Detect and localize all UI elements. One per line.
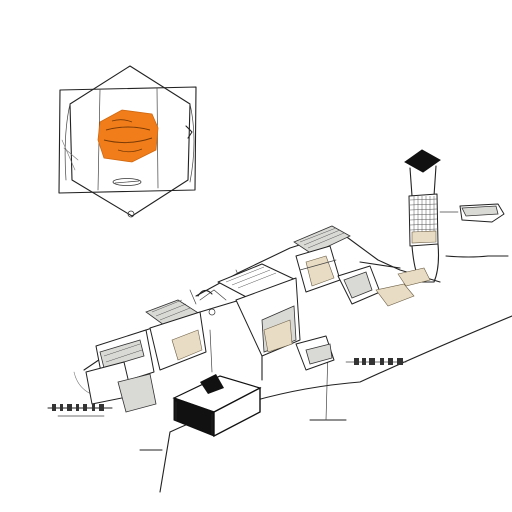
detail-arch	[197, 289, 213, 297]
stone-left-1	[171, 329, 203, 361]
orange-block-shape	[97, 109, 159, 163]
cube-right-face	[213, 386, 261, 438]
orange-stroke-1	[105, 126, 151, 131]
left-gable	[199, 289, 227, 301]
scribble-left-mark-7	[99, 404, 104, 411]
stone-rm-1	[375, 283, 415, 307]
inset-hatch-2	[63, 147, 79, 161]
wall-left-4	[117, 373, 157, 413]
scribble-label-left	[47, 404, 113, 417]
detail-node	[208, 308, 216, 316]
orange-stroke-3	[111, 119, 133, 123]
cube-edges	[175, 401, 213, 435]
inset-node	[127, 210, 135, 218]
blocks-right-mid	[337, 261, 431, 307]
inset-tick	[185, 125, 193, 139]
inset-guide-right	[156, 87, 159, 189]
cube-top-mark	[200, 374, 224, 394]
scribble-left-mark-5	[83, 404, 87, 411]
tower-base-band	[411, 230, 437, 244]
block-rm-edge	[359, 261, 401, 269]
scribble-left-mark-4	[76, 404, 79, 411]
tower-stem	[411, 243, 440, 283]
wall-top-1-line	[299, 259, 337, 271]
scribble-right-mark-5	[388, 358, 393, 365]
blocks-left	[85, 289, 227, 413]
scribble-label-right	[345, 358, 407, 365]
tower-edge-r	[433, 165, 437, 197]
stone-rm-2	[397, 267, 431, 287]
scribble-right-mark-4	[380, 358, 384, 365]
stepped-building-row	[83, 225, 441, 413]
scribble-right-mark-1	[354, 358, 359, 365]
inset-frame	[58, 86, 197, 194]
scribble-left-mark-1	[52, 404, 56, 411]
framed-hexagon-inset	[58, 65, 197, 218]
stone-top-1	[305, 255, 335, 287]
tray-far-right	[439, 203, 505, 223]
wall-left-2-face	[99, 339, 145, 369]
roof-top-1	[293, 225, 351, 255]
orange-stroke-2	[103, 137, 153, 144]
scribble-right-mark-6	[397, 358, 403, 365]
scribble-right-mark-3	[369, 358, 375, 365]
block-c-step-face	[305, 343, 333, 365]
blocks-center	[217, 263, 335, 381]
black-cube	[172, 374, 262, 438]
orange-stroke-4	[117, 148, 143, 153]
scribble-right-mark-2	[362, 358, 366, 365]
block-c-stone	[263, 319, 293, 353]
scribble-left-mark-2	[60, 404, 63, 411]
tower-edge-l	[409, 167, 413, 197]
tower-mesh	[409, 196, 438, 232]
scribble-left-mark-6	[92, 404, 95, 411]
block-rm-1-face	[343, 271, 373, 299]
tray-inner	[461, 205, 499, 217]
roof-cluster-top	[293, 225, 351, 293]
details	[189, 289, 216, 316]
tower	[404, 149, 441, 283]
inset-pill-line	[114, 180, 140, 184]
inset-arc-left	[64, 103, 71, 181]
ground-upper-right	[445, 255, 509, 258]
leader-center	[209, 329, 213, 373]
tower-cap	[404, 149, 441, 173]
detail-post	[189, 289, 197, 305]
inset-arc-right	[189, 103, 195, 183]
scribble-left-mark-3	[67, 404, 72, 411]
orange-block	[97, 109, 159, 163]
inset-hatch	[61, 139, 76, 171]
